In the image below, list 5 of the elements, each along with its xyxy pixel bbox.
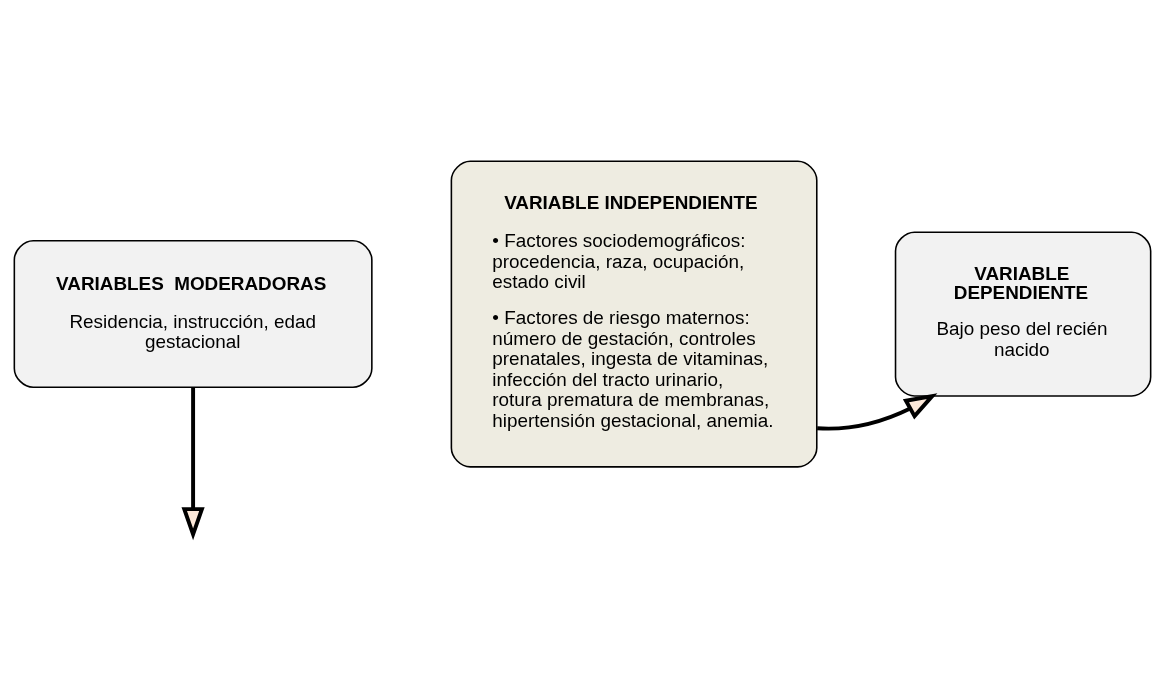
arrow xyxy=(181,386,205,540)
node-box: VARIABLE INDEPENDIENTE • Factores sociodemográficos: procedencia, raza, ocupación, estado civil • Factores de riesgo maternos: número de gestación, controles prenatales, ingesta de vitaminas, infección del tracto urinario, rotura prematura de membranas, hipertensión gestacional, anemia. xyxy=(450,160,818,468)
node-box: VARIABLE DEPENDIENTE Bajo peso del recién nacido xyxy=(894,230,1152,397)
node-box: VARIABLES MODERADORAS Residencia, instrucción, edad gestacional xyxy=(13,239,373,388)
arrow xyxy=(817,392,938,431)
